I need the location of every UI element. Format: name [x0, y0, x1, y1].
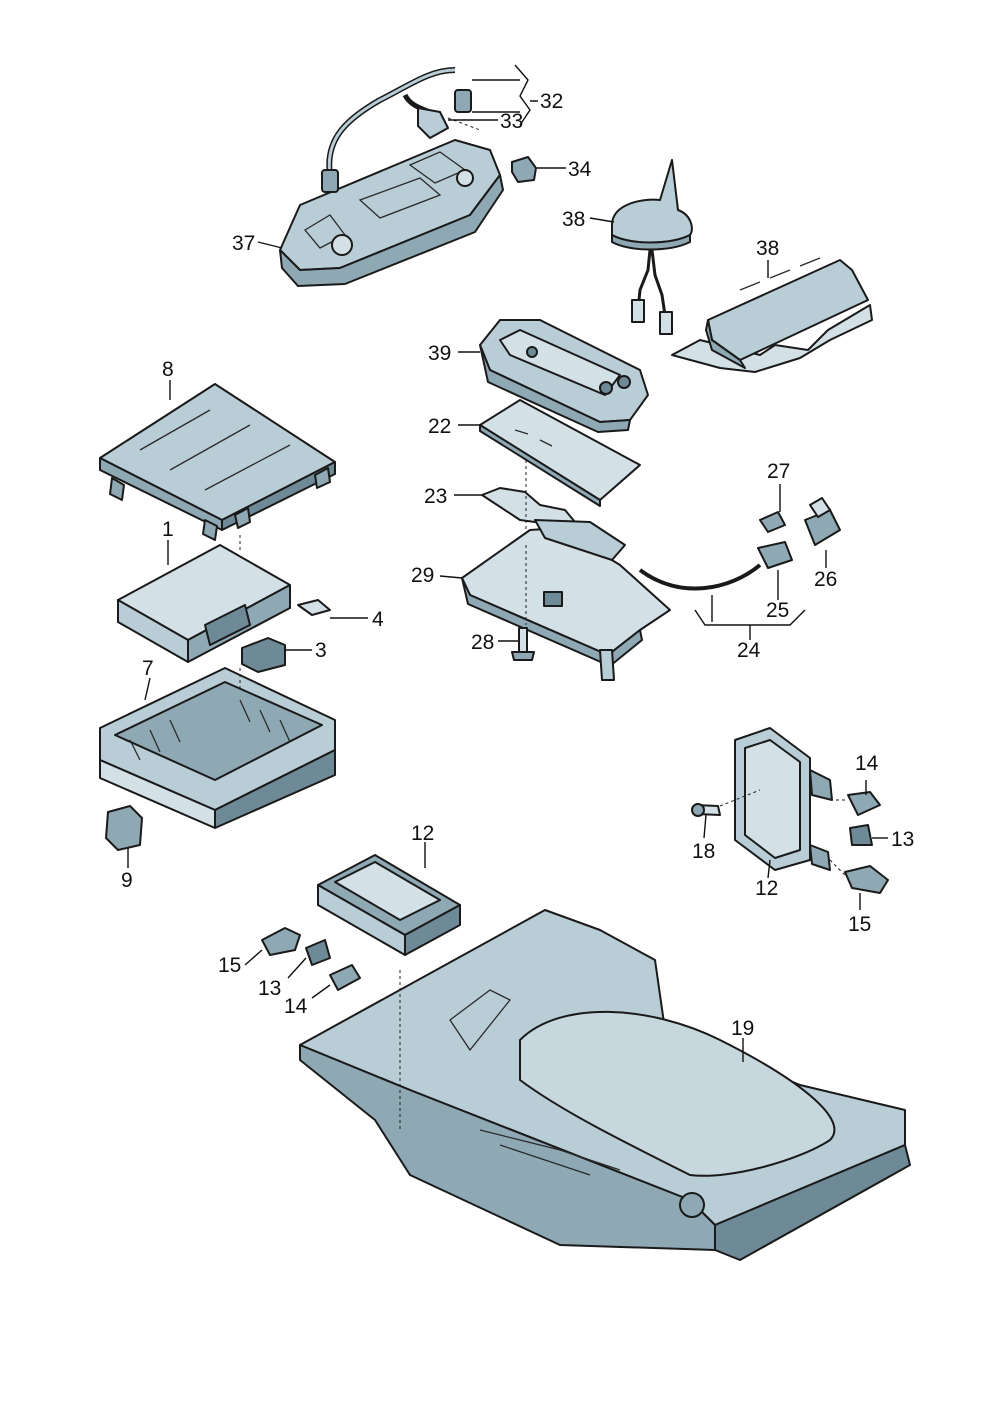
callout-18: 18: [692, 840, 715, 863]
callout-13a: 13: [891, 828, 914, 851]
callout-4: 4: [372, 608, 384, 631]
callout-15a: 15: [218, 954, 241, 977]
callout-15b: 15: [848, 913, 871, 936]
part-24-cable-harness: [638, 497, 841, 591]
callout-14b: 14: [284, 995, 308, 1018]
callout-23: 23: [424, 485, 447, 508]
callout-12b: 12: [411, 822, 434, 845]
part-9-plug: [105, 805, 143, 851]
part-12-module-left: [317, 854, 461, 956]
callout-22: 22: [428, 415, 451, 438]
part-38-module: [671, 257, 873, 373]
part-13-connector-left: [305, 939, 331, 966]
part-22-plate: [479, 399, 641, 507]
callout-1: 1: [162, 518, 174, 541]
callout-19: 19: [731, 1017, 754, 1040]
part-7-tray: [99, 667, 336, 829]
part-18-screw: [691, 803, 721, 817]
callout-7: 7: [142, 657, 154, 680]
part-15-connector-right: [844, 865, 889, 894]
part-37-roof-console: [279, 139, 504, 287]
part-23-pad: [481, 487, 581, 529]
part-32-cable: [321, 67, 472, 193]
callout-26: 26: [814, 568, 837, 591]
callout-3: 3: [315, 639, 327, 662]
callout-37: 37: [232, 232, 255, 255]
leader-lines: [127, 64, 888, 1062]
part-38-antenna: [611, 159, 693, 335]
part-19-foam-insert: [299, 909, 911, 1261]
part-13-connector-right: [849, 824, 873, 846]
part-15-connector-left: [261, 927, 301, 956]
callout-8: 8: [162, 358, 174, 381]
callout-27: 27: [767, 460, 790, 483]
callout-33: 33: [500, 110, 523, 133]
part-39-phone-holder: [479, 319, 649, 433]
callout-39: 39: [428, 342, 451, 365]
callout-38b: 38: [756, 237, 779, 260]
part-4-tag: [297, 599, 331, 616]
callout-9: 9: [121, 869, 133, 892]
callout-28: 28: [471, 631, 494, 654]
part-12-module-right: [734, 727, 833, 871]
callout-32: 32: [540, 90, 563, 113]
callout-38a: 38: [562, 208, 585, 231]
part-29-base-plate: [461, 519, 671, 681]
part-3-connector: [241, 637, 286, 673]
callout-24: 24: [737, 639, 761, 662]
part-34-clip: [511, 156, 537, 183]
callout-13b: 13: [258, 977, 281, 1000]
part-1-control-unit: [117, 544, 291, 663]
part-14-connector-left: [329, 964, 361, 991]
callout-14a: 14: [855, 752, 879, 775]
part-8-cover: [99, 383, 336, 541]
callout-25: 25: [766, 599, 789, 622]
callout-29: 29: [411, 564, 434, 587]
part-14-connector-right: [847, 791, 881, 816]
part-28-screw: [511, 627, 535, 661]
callout-34: 34: [568, 158, 592, 181]
callout-12a: 12: [755, 877, 778, 900]
